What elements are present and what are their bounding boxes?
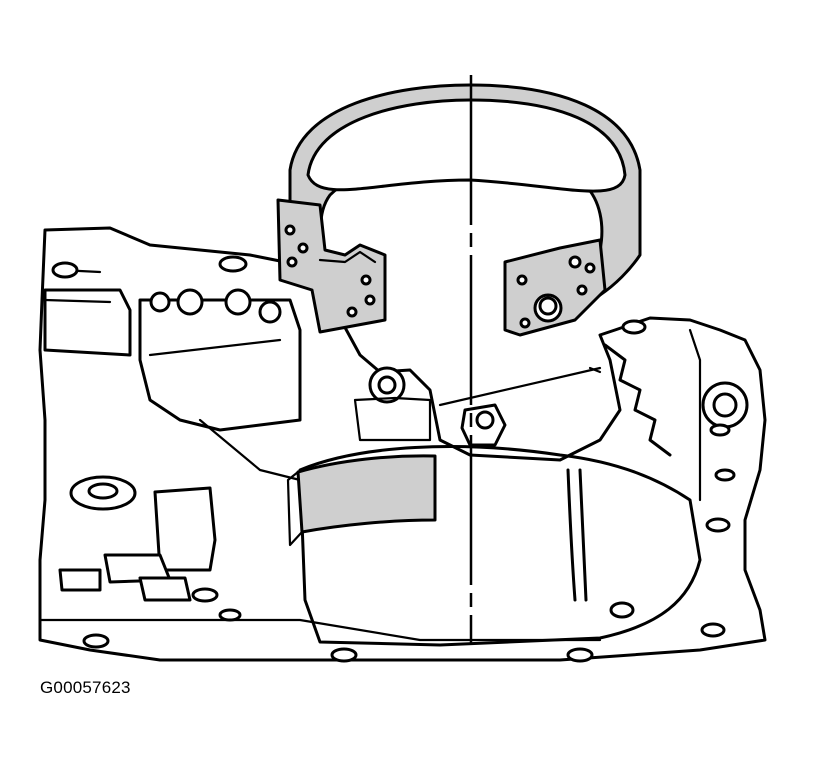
- brake-band: [276, 83, 642, 337]
- band-shoe-segment: [286, 454, 437, 547]
- transmission-case: [38, 226, 767, 663]
- figure-id-label: G00057623: [40, 678, 131, 697]
